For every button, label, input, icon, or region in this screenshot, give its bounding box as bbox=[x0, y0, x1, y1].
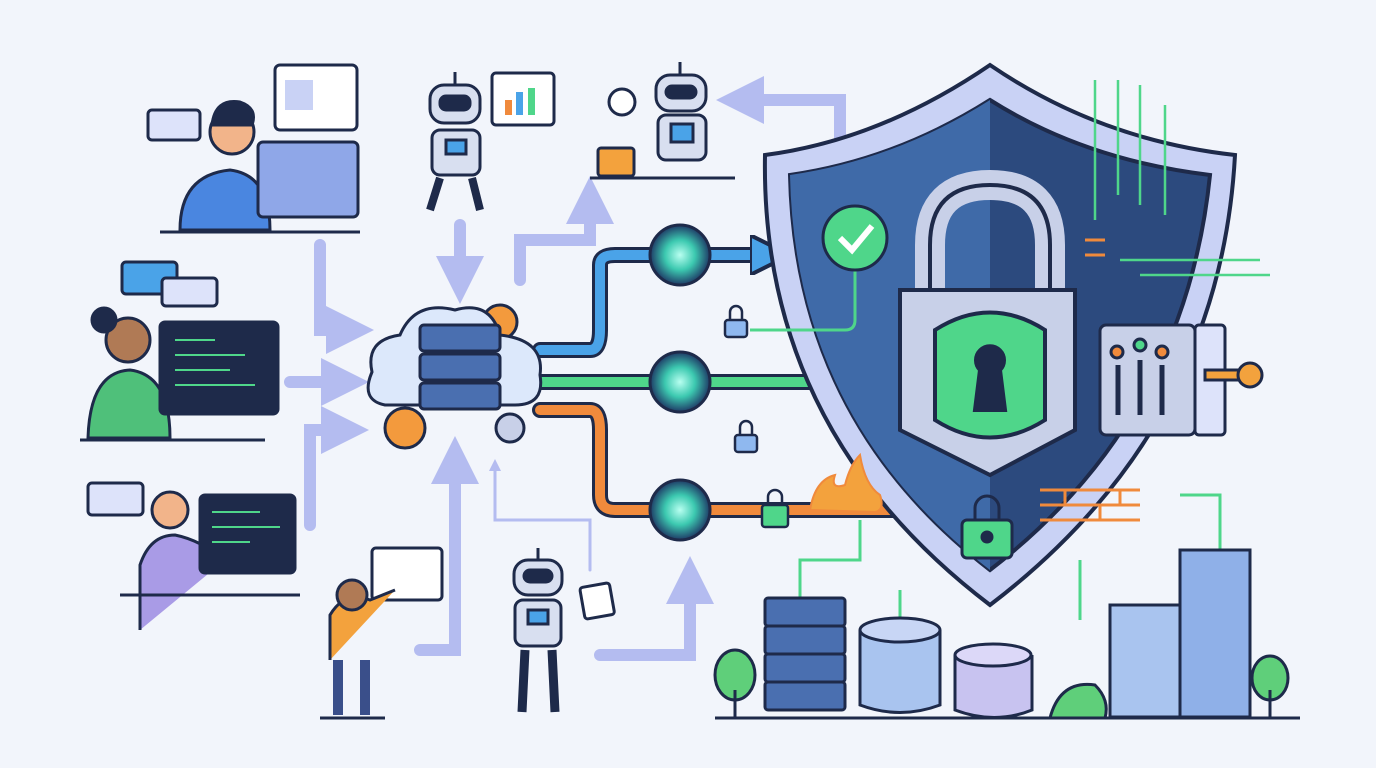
padlock-icon bbox=[760, 488, 790, 529]
robot-icon bbox=[512, 548, 616, 713]
server-rack-icon bbox=[763, 596, 847, 712]
padlock-icon bbox=[960, 494, 1014, 560]
chat-bubble-icon bbox=[160, 276, 219, 308]
firewall-icon bbox=[1040, 488, 1140, 522]
person-at-computer-icon bbox=[80, 260, 280, 442]
chat-bubble-icon bbox=[146, 108, 202, 142]
magnifier-icon bbox=[607, 87, 637, 117]
flow-arrows bbox=[284, 76, 846, 661]
connection-lines bbox=[798, 493, 1222, 620]
padlock-icon bbox=[723, 304, 749, 339]
person-at-computer-icon bbox=[86, 481, 300, 630]
atom-node-icon bbox=[648, 223, 712, 287]
robot-icon bbox=[426, 71, 556, 212]
atom-node-icon bbox=[648, 350, 712, 414]
database-icon bbox=[858, 616, 942, 714]
circuit-dashes bbox=[1085, 238, 1105, 257]
database-icon bbox=[953, 642, 1034, 719]
cloud-server-icon bbox=[366, 303, 543, 450]
circuit-lines-icon bbox=[1093, 80, 1270, 277]
padlock-icon bbox=[733, 419, 759, 454]
person-at-computer-icon bbox=[146, 63, 360, 234]
chat-bubble-icon bbox=[86, 481, 145, 517]
key-icon bbox=[1203, 361, 1264, 389]
gear-icon bbox=[494, 412, 526, 444]
bar-chart-icon bbox=[490, 71, 556, 127]
tree-icon bbox=[713, 648, 1290, 720]
fire-icon bbox=[808, 452, 883, 514]
person-at-computer-icon bbox=[320, 546, 444, 720]
padlock-icon bbox=[898, 169, 1077, 478]
folder-icon bbox=[596, 146, 636, 178]
keyhole-icon bbox=[972, 344, 1008, 412]
building-icon bbox=[1108, 548, 1252, 719]
checkmark-icon bbox=[750, 204, 889, 332]
robot-icon bbox=[590, 62, 735, 180]
gear-icon bbox=[383, 406, 427, 450]
atom-node-icon bbox=[648, 478, 712, 542]
